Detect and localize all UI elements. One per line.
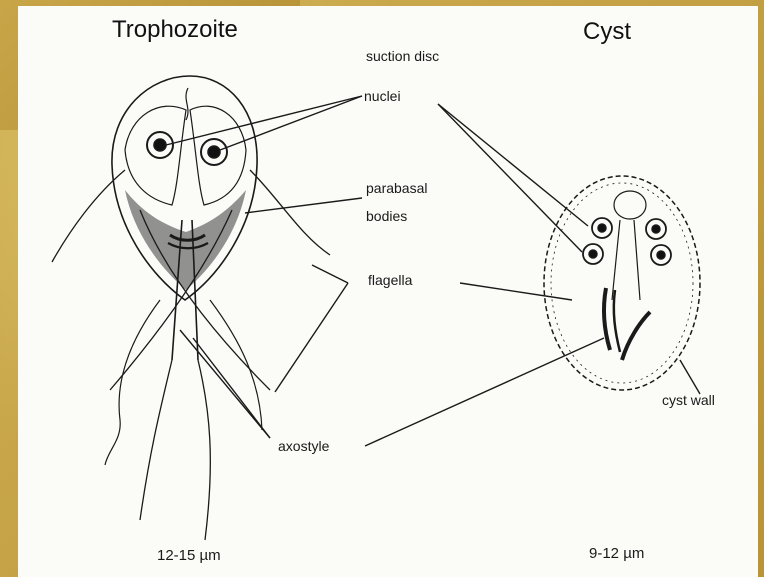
label-parabasal-line2: bodies bbox=[366, 208, 407, 224]
leader-axostyle-2 bbox=[193, 338, 270, 438]
label-axostyle: axostyle bbox=[278, 438, 329, 454]
size-trophozoite: 12-15 µm bbox=[157, 548, 221, 564]
leader-axostyle-cyst bbox=[365, 338, 604, 446]
leader-nuclei-cyst-1 bbox=[438, 104, 588, 226]
leader-parabasal bbox=[245, 198, 362, 213]
leader-flagella-cyst bbox=[460, 283, 572, 300]
title-trophozoite: Trophozoite bbox=[112, 16, 238, 44]
flagellum-right bbox=[250, 170, 330, 255]
leader-axostyle-1 bbox=[180, 330, 270, 438]
label-nuclei: nuclei bbox=[364, 88, 401, 104]
leader-cyst-wall bbox=[680, 360, 700, 394]
label-suction-disc: suction disc bbox=[366, 48, 439, 64]
title-cyst: Cyst bbox=[583, 18, 631, 46]
size-cyst: 9-12 µm bbox=[589, 546, 644, 562]
label-cyst-wall: cyst wall bbox=[662, 392, 715, 408]
leader-flagella-left-2 bbox=[275, 283, 348, 392]
label-parabasal-line1: parabasal bbox=[366, 180, 428, 196]
cyst-drawing bbox=[544, 176, 700, 390]
leader-nuclei-cyst-2 bbox=[438, 104, 582, 252]
leader-flagella-left-1 bbox=[312, 265, 348, 283]
label-flagella: flagella bbox=[368, 272, 412, 288]
suction-disc-left bbox=[125, 106, 186, 205]
leader-nuclei-troph-left bbox=[166, 96, 362, 145]
trophozoite-drawing bbox=[52, 76, 330, 540]
